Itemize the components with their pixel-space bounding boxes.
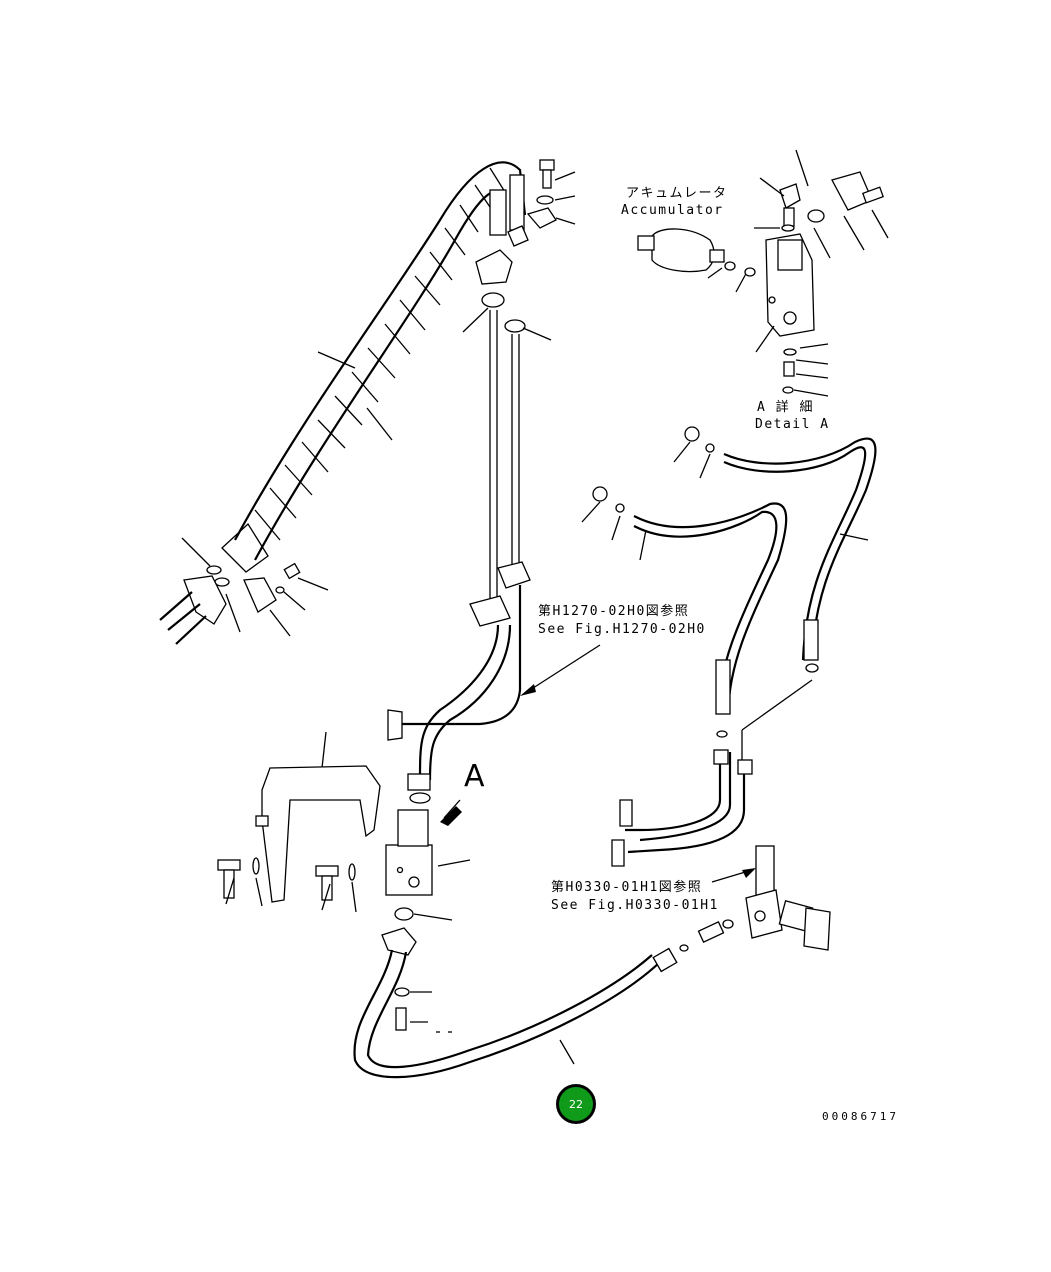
detail-a-assembly <box>637 149 889 397</box>
detail-a-label-jp: A 詳 細 <box>757 400 814 415</box>
bracket-and-valve <box>217 731 471 921</box>
lower-right-tee-fitting <box>711 845 831 951</box>
view-a-marker: A <box>464 759 485 794</box>
accumulator-label-en: Accumulator <box>621 203 724 218</box>
drawing-number: 00086717 <box>822 1110 899 1123</box>
reference-2-label-jp: 第H0330-01H1図参照 <box>551 880 703 895</box>
accumulator-label-jp: アキュムレータ <box>626 186 728 201</box>
reference-leader-1 <box>520 644 601 696</box>
detail-a-label-en: Detail A <box>755 417 830 432</box>
lower-spiral-hose <box>353 919 734 1079</box>
right-spiral-hoses <box>581 426 877 867</box>
reference-1-label-en: See Fig.H1270-02H0 <box>538 622 706 637</box>
vertical-tubes <box>387 292 552 781</box>
page-number-badge[interactable]: 22 <box>556 1084 596 1124</box>
reference-1-label-jp: 第H1270-02H0図参照 <box>538 604 690 619</box>
left-coupling-cluster <box>159 351 393 645</box>
upper-bolt-group <box>526 159 576 229</box>
reference-2-label-en: See Fig.H0330-01H1 <box>551 898 719 913</box>
upper-spiral-hose <box>221 161 529 573</box>
